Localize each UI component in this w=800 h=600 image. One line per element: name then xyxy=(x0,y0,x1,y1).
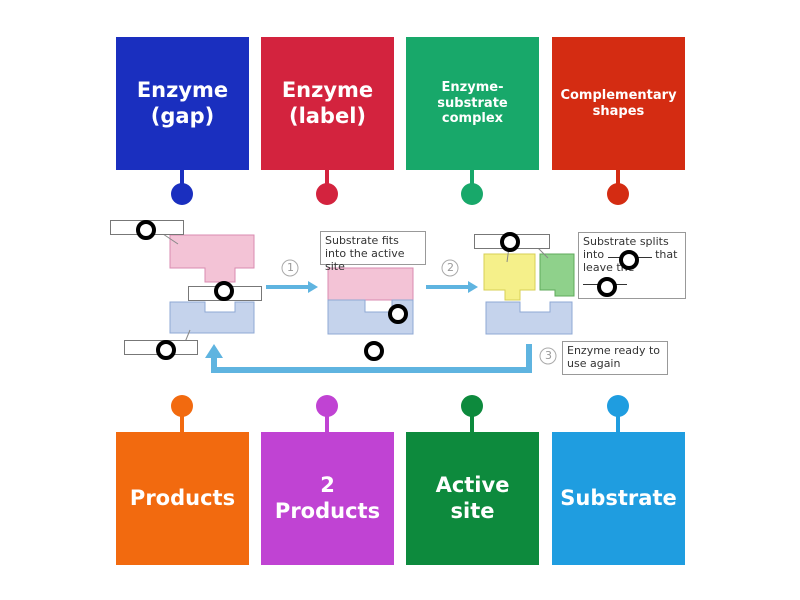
step3-circle xyxy=(539,347,557,365)
note-fits: Substrate fits into the active site xyxy=(320,231,426,273)
product-yellow xyxy=(483,253,536,301)
pin-stem xyxy=(616,416,620,432)
drop-target-enzyme[interactable] xyxy=(156,340,176,360)
enzyme-right xyxy=(485,301,573,335)
tile-enzyme-label[interactable]: Enzyme (label) xyxy=(261,37,394,170)
pin-stem xyxy=(180,170,184,184)
step-number-3: 3 xyxy=(545,349,552,362)
note-splits-line1: Substrate splits xyxy=(583,235,669,248)
pin-dot xyxy=(607,183,629,205)
pin-dot xyxy=(316,183,338,205)
enzyme-shape xyxy=(169,301,255,334)
note-splits-that: that xyxy=(655,248,678,262)
tile-label: Enzyme-substrate complex xyxy=(437,80,508,127)
tile-label: Enzyme (label) xyxy=(281,78,374,128)
tile-active-site[interactable]: Active site xyxy=(406,432,539,565)
complex-enzyme xyxy=(327,299,414,335)
return-arrow xyxy=(211,344,532,373)
step1-arrowhead xyxy=(308,281,318,293)
pin-stem xyxy=(180,416,184,432)
note-ready: Enzyme ready to use again xyxy=(562,341,668,375)
pin-stem xyxy=(470,170,474,184)
step-number-2: 2 xyxy=(447,261,454,274)
step-number-1: 1 xyxy=(287,261,294,274)
pin-stem xyxy=(616,170,620,184)
tile-enzyme-gap[interactable]: Enzyme (gap) xyxy=(116,37,249,170)
step2-circle xyxy=(441,259,459,277)
tile-label: Substrate xyxy=(560,485,677,510)
drop-target-active-site[interactable] xyxy=(214,281,234,301)
step1-circle xyxy=(281,259,299,277)
pin-dot xyxy=(171,183,193,205)
drop-target-products[interactable] xyxy=(500,232,520,252)
pin-stem xyxy=(325,416,329,432)
tile-enzyme-substrate-complex[interactable]: Enzyme-substrate complex xyxy=(406,37,539,170)
tile-substrate[interactable]: Substrate xyxy=(552,432,685,565)
tile-label: Enzyme (gap) xyxy=(136,78,229,128)
pin-dot xyxy=(316,395,338,417)
pin-dot xyxy=(461,395,483,417)
note-ready-text: Enzyme ready to use again xyxy=(567,344,661,371)
pin-stem xyxy=(325,170,329,184)
step2-arrowhead xyxy=(468,281,478,293)
return-arrowhead xyxy=(205,344,223,358)
pin-dot xyxy=(171,395,193,417)
tile-2-products[interactable]: 2 Products xyxy=(261,432,394,565)
tile-label: Active site xyxy=(435,473,510,523)
pin-stem xyxy=(470,416,474,432)
pin-dot xyxy=(461,183,483,205)
tile-products[interactable]: Products xyxy=(116,432,249,565)
tile-label: Complementary shapes xyxy=(560,87,677,119)
drop-target-substrate[interactable] xyxy=(136,220,156,240)
substrate-shape xyxy=(169,234,255,283)
tile-complementary-shapes[interactable]: Complementary shapes xyxy=(552,37,685,170)
drop-target-splits-into[interactable] xyxy=(619,250,639,270)
pin-dot xyxy=(607,395,629,417)
note-splits-into: into xyxy=(583,248,605,262)
note-fits-text: Substrate fits into the active site xyxy=(325,234,405,274)
drop-target-leave-the[interactable] xyxy=(597,277,617,297)
drop-target-complex-site[interactable] xyxy=(388,304,408,324)
tile-label: Products xyxy=(129,485,236,510)
product-green xyxy=(539,253,575,297)
tile-label: 2 Products xyxy=(274,473,381,523)
drop-target-complex[interactable] xyxy=(364,341,384,361)
